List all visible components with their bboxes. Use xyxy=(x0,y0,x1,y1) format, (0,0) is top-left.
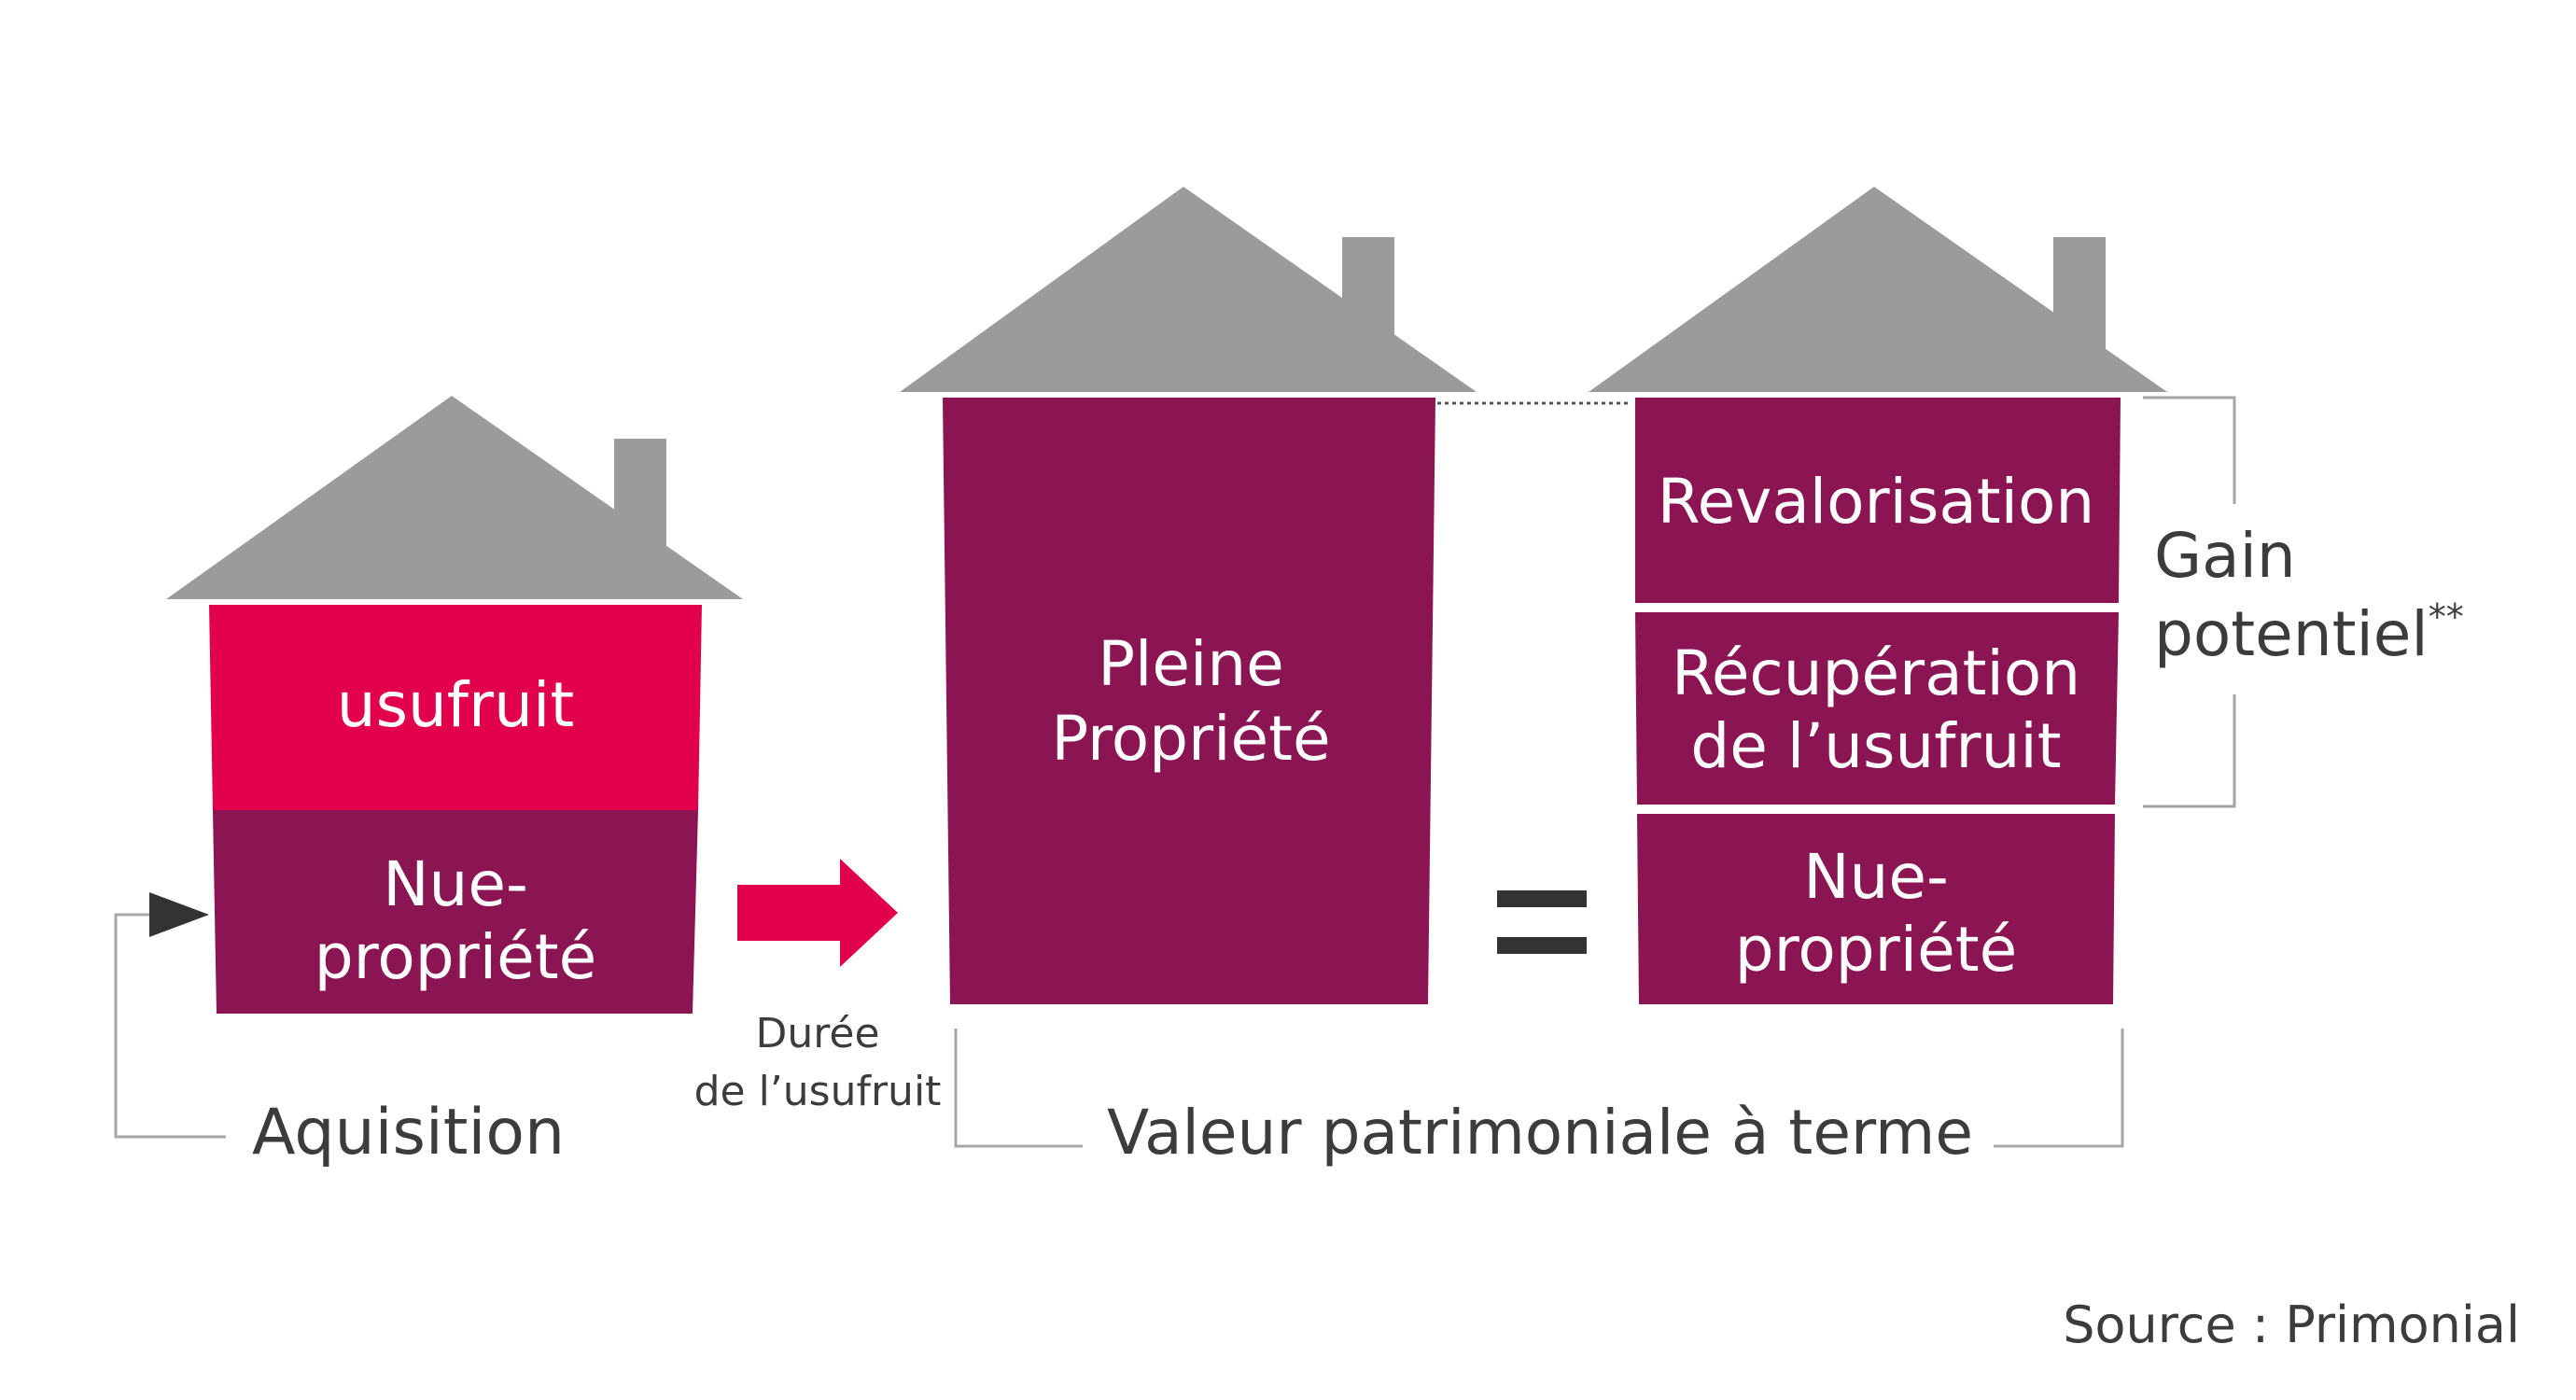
arrow-right-icon xyxy=(737,859,898,967)
source-label: Source : Primonial xyxy=(2063,1295,2520,1354)
duration-label-line1: Durée xyxy=(755,1010,879,1057)
pleine-propriete-label-line1: Pleine xyxy=(1098,628,1284,700)
pleine-propriete-label-line2: Propriété xyxy=(1051,703,1330,775)
valeur-bracket-left xyxy=(954,1029,1083,1148)
equals-sign xyxy=(1497,890,1587,954)
duration-label-line2: de l’usufruit xyxy=(694,1068,942,1115)
nue-propriete-label-line1: Nue- xyxy=(383,848,528,920)
equals-sign-bottom xyxy=(1497,937,1587,954)
duration-arrow: Durée de l’usufruit xyxy=(694,859,942,1115)
gain-label-line2-text: potentiel xyxy=(2154,598,2429,670)
nue-propriete-result-segment xyxy=(1637,814,2115,1004)
gain-bracket-bottom xyxy=(2143,694,2236,808)
recuperation-label-line1: Récupération xyxy=(1672,637,2080,709)
acquisition-arrowhead xyxy=(149,892,209,937)
revalorisation-segment xyxy=(1635,398,2121,603)
house-acquisition: usufruit Nue- propriété xyxy=(166,396,743,1014)
pleine-propriete-box xyxy=(943,398,1435,1004)
recuperation-segment xyxy=(1635,612,2119,805)
house-full: Pleine Propriété xyxy=(900,187,1477,1004)
revalorisation-label: Revalorisation xyxy=(1658,466,2094,538)
nue-propriete-label-line2: propriété xyxy=(315,921,596,993)
recuperation-label-line2: de l’usufruit xyxy=(1690,710,2061,782)
gain-label-line2: potentiel** xyxy=(2154,596,2464,670)
gain-bracket: Gain potentiel** xyxy=(2143,396,2464,808)
usufruit-segment xyxy=(209,605,702,810)
acquisition-bracket-line xyxy=(114,913,226,1139)
acquisition-bracket: Aquisition xyxy=(114,892,565,1169)
gain-label-footnote: ** xyxy=(2429,596,2464,637)
usufruit-label: usufruit xyxy=(337,669,574,741)
house-full-roof xyxy=(900,187,1477,392)
gain-bracket-top xyxy=(2143,396,2236,504)
house-acquisition-roof xyxy=(166,396,743,599)
house-result-roof xyxy=(1589,187,2167,392)
nue-propriete-segment xyxy=(213,810,698,1014)
equals-sign-top xyxy=(1497,890,1587,907)
valeur-label: Valeur patrimoniale à terme xyxy=(1107,1097,1973,1169)
acquisition-label: Aquisition xyxy=(252,1096,565,1169)
valeur-bracket: Valeur patrimoniale à terme xyxy=(954,1029,2124,1169)
nue-propriete-result-label-line1: Nue- xyxy=(1803,841,1949,913)
gain-label-line1: Gain xyxy=(2154,520,2296,592)
house-result: Revalorisation Récupération de l’usufrui… xyxy=(1589,187,2167,1004)
valeur-bracket-right xyxy=(1994,1029,2124,1148)
nue-propriete-result-label-line2: propriété xyxy=(1735,914,2017,986)
